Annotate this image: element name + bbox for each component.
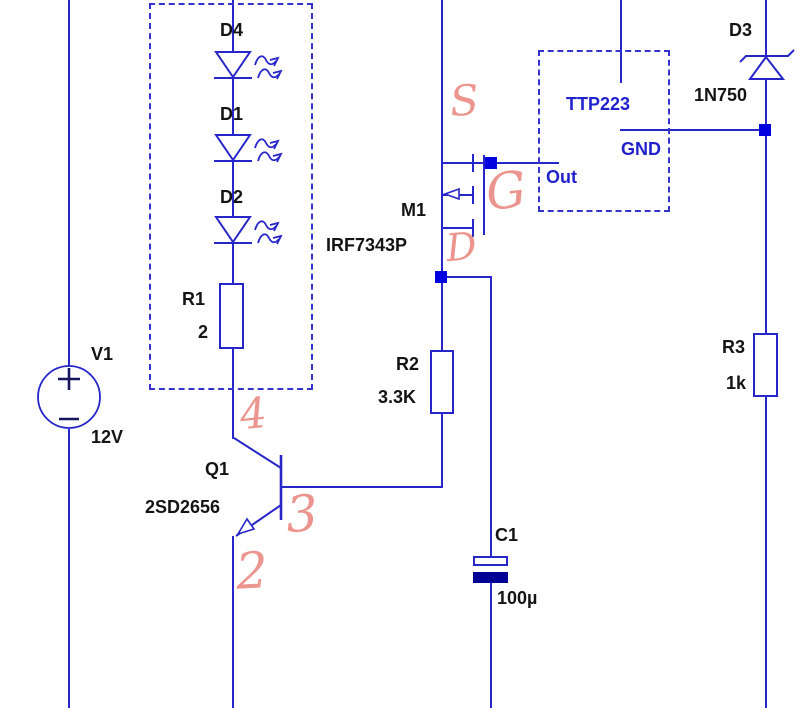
wire	[68, 429, 70, 708]
emitter-arrow-icon	[236, 517, 256, 536]
label-v1-value: 12V	[91, 427, 124, 447]
mosfet-channel-tick	[472, 186, 474, 204]
junction-dot	[435, 271, 447, 283]
mosfet-body-arrow-icon	[442, 187, 460, 201]
resistor-symbol-r1	[219, 283, 244, 349]
label-d2-ref: D2	[220, 187, 244, 207]
annotation-node4: 4	[237, 387, 270, 440]
light-emission-icon	[254, 220, 283, 245]
wire	[765, 397, 767, 708]
resistor-symbol-r3	[753, 333, 778, 397]
wire	[441, 283, 443, 350]
plus-icon	[58, 368, 80, 390]
wire	[620, 129, 767, 131]
annotation-node2: 2	[234, 541, 270, 601]
label-d3-ref: D3	[729, 20, 753, 40]
npn-transistor-symbol	[233, 437, 283, 537]
wire	[441, 0, 443, 278]
label-ttp223-out-pin: Out	[546, 167, 577, 187]
label-m1-ref: M1	[401, 200, 427, 220]
voltage-source-symbol	[37, 365, 101, 429]
label-r1-ref: R1	[182, 289, 206, 309]
label-d1-ref: D1	[220, 104, 244, 124]
wire	[441, 227, 474, 229]
label-ttp223-gnd-pin: GND	[621, 139, 661, 159]
wire	[765, 78, 767, 334]
led-symbol-d2	[214, 216, 283, 245]
wire	[232, 0, 234, 53]
resistor-symbol-r2	[430, 350, 454, 414]
wire	[232, 162, 234, 218]
junction-dot	[485, 157, 497, 169]
mosfet-channel-tick	[472, 154, 474, 172]
wire	[282, 486, 443, 488]
wire	[441, 276, 492, 278]
label-ttp223-ref: TTP223	[566, 94, 631, 114]
label-r2-value: 3.3K	[378, 387, 417, 407]
led-symbol-d4	[214, 51, 283, 80]
label-q1-value: 2SD2656	[145, 497, 221, 517]
wire	[620, 0, 622, 83]
label-c1-value: 100µ	[497, 588, 538, 608]
junction-dot	[759, 124, 771, 136]
wire	[765, 0, 767, 57]
label-c1-ref: C1	[495, 525, 519, 545]
wire	[68, 0, 70, 366]
label-r2-ref: R2	[396, 354, 420, 374]
light-emission-icon	[254, 138, 283, 163]
annotation-gate: G	[483, 160, 529, 222]
capacitor-plate-top	[473, 556, 508, 566]
wire	[490, 277, 492, 558]
led-symbol-d1	[214, 134, 283, 163]
zener-diode-symbol	[739, 49, 795, 80]
label-v1-ref: V1	[91, 344, 114, 364]
label-q1-ref: Q1	[205, 459, 230, 479]
label-d4-ref: D4	[220, 20, 244, 40]
wire	[232, 79, 234, 136]
annotation-node3: 3	[284, 483, 320, 545]
capacitor-plate-bottom	[473, 572, 508, 583]
annotation-drain: D	[444, 223, 479, 271]
wire	[441, 162, 559, 164]
label-r3-ref: R3	[722, 337, 746, 357]
led-group-box	[149, 3, 313, 390]
light-emission-icon	[254, 55, 283, 80]
label-r3-value: 1k	[726, 373, 747, 393]
ttp223-module-box	[538, 50, 670, 212]
label-r1-value: 2	[198, 322, 209, 342]
annotation-source: S	[448, 75, 481, 126]
label-m1-value: IRF7343P	[326, 235, 408, 255]
mosfet-channel-tick	[472, 219, 474, 237]
label-d3-value: 1N750	[694, 85, 748, 105]
wire	[232, 244, 234, 284]
wire	[490, 582, 492, 708]
wire	[232, 349, 234, 439]
mosfet-gate-bar	[483, 155, 485, 235]
wire	[232, 536, 234, 708]
wire	[441, 414, 443, 488]
